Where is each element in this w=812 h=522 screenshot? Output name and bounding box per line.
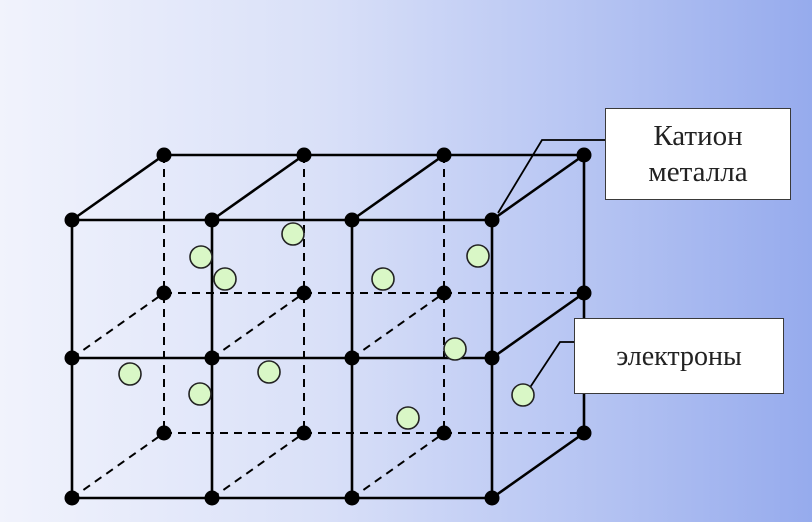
- electrons-label: электроны: [616, 341, 742, 372]
- electron: [281, 222, 305, 246]
- depth-edge: [350, 153, 446, 222]
- electron: [213, 267, 237, 291]
- hidden-depth-edge: [71, 432, 165, 499]
- hidden-depth-edge: [211, 292, 305, 359]
- cation-node: [576, 425, 592, 441]
- cation-node: [296, 425, 312, 441]
- depth-edge: [490, 291, 586, 360]
- electron-pointer: [526, 341, 574, 393]
- cation-node: [576, 147, 592, 163]
- cation-node: [344, 212, 360, 228]
- cation-node: [484, 350, 500, 366]
- metal-cation-label-line2: металла: [648, 156, 748, 188]
- cation-node: [204, 490, 220, 506]
- cation-node: [156, 425, 172, 441]
- electrons: [118, 222, 535, 430]
- cation-node: [576, 285, 592, 301]
- cation-node: [156, 147, 172, 163]
- metal-cations: [64, 147, 592, 506]
- electron: [188, 382, 212, 406]
- metal-cation-label-line1: Катион: [653, 120, 743, 152]
- metal-cation-label-box: Катион металла: [605, 108, 791, 200]
- hidden-depth-edge: [71, 292, 165, 359]
- cation-node: [204, 212, 220, 228]
- cation-node: [204, 350, 220, 366]
- cation-node: [436, 147, 452, 163]
- electron: [257, 360, 281, 384]
- electrons-label-box: электроны: [574, 318, 784, 394]
- cation-node: [64, 490, 80, 506]
- depth-edge: [490, 431, 586, 500]
- cation-node: [64, 350, 80, 366]
- electron: [511, 383, 535, 407]
- depth-edge: [70, 153, 166, 222]
- cation-node: [436, 285, 452, 301]
- lattice-hidden-edges: [71, 155, 584, 499]
- cation-node: [344, 350, 360, 366]
- cation-node: [296, 147, 312, 163]
- cation-node: [344, 490, 360, 506]
- cation-node: [64, 212, 80, 228]
- hidden-depth-edge: [351, 292, 445, 359]
- depth-edge: [210, 153, 306, 222]
- electron: [189, 245, 213, 269]
- cation-pointer: [497, 139, 605, 214]
- electron: [466, 244, 490, 268]
- cation-node: [484, 490, 500, 506]
- cation-node: [156, 285, 172, 301]
- electron: [118, 362, 142, 386]
- electron: [396, 406, 420, 430]
- electron: [443, 337, 467, 361]
- lattice-solid-edges: [70, 153, 586, 500]
- cation-node: [436, 425, 452, 441]
- cation-node: [484, 212, 500, 228]
- label-pointers: [497, 139, 605, 393]
- hidden-depth-edge: [211, 432, 305, 499]
- electron: [371, 267, 395, 291]
- hidden-depth-edge: [351, 432, 445, 499]
- depth-edge: [490, 153, 586, 222]
- cation-node: [296, 285, 312, 301]
